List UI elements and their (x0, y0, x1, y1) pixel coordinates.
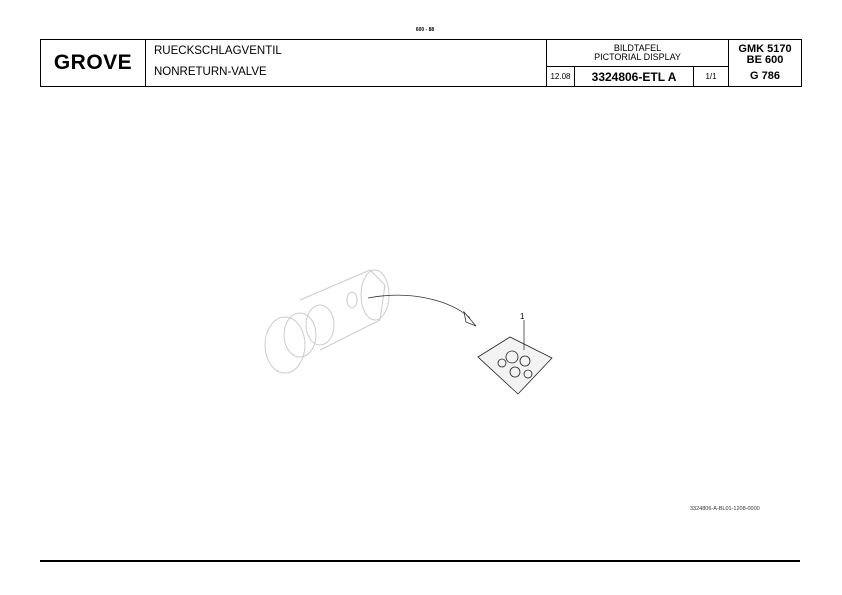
arrow-head (463, 310, 477, 327)
title-german: RUECKSCHLAGVENTIL (154, 45, 282, 57)
title-block: GROVE RUECKSCHLAGVENTIL NONRETURN-VALVE … (40, 39, 802, 87)
model-2: BE 600 (746, 54, 784, 66)
drawing-code: 3324806-A-BL01-1208-0000 (690, 506, 760, 512)
page-code: 600 - 88 (415, 27, 435, 33)
model-cell: GMK 5170 BE 600 G 786 (729, 40, 801, 86)
valve-sketch (264, 269, 390, 374)
display-cell: BILDTAFEL PICTORIAL DISPLAY 12.08 332480… (547, 40, 729, 87)
callout-label: 1 (520, 312, 525, 321)
part-number: 3324806-ETL A (575, 67, 694, 87)
date: 12.08 (547, 67, 575, 87)
title-english: NONRETURN-VALVE (154, 66, 267, 78)
arrow (367, 294, 471, 319)
grove-logo: GROVE (41, 40, 146, 86)
model-1: GMK 5170 (738, 43, 792, 55)
seal-kit-bag (477, 336, 553, 395)
display-english: PICTORIAL DISPLAY (594, 52, 681, 62)
bottom-rule (40, 560, 800, 562)
title-cell: RUECKSCHLAGVENTIL NONRETURN-VALVE (146, 40, 547, 86)
model-3: G 786 (750, 70, 780, 82)
sheet-number: 1/1 (705, 72, 717, 81)
display-german: BILDTAFEL (613, 43, 662, 53)
